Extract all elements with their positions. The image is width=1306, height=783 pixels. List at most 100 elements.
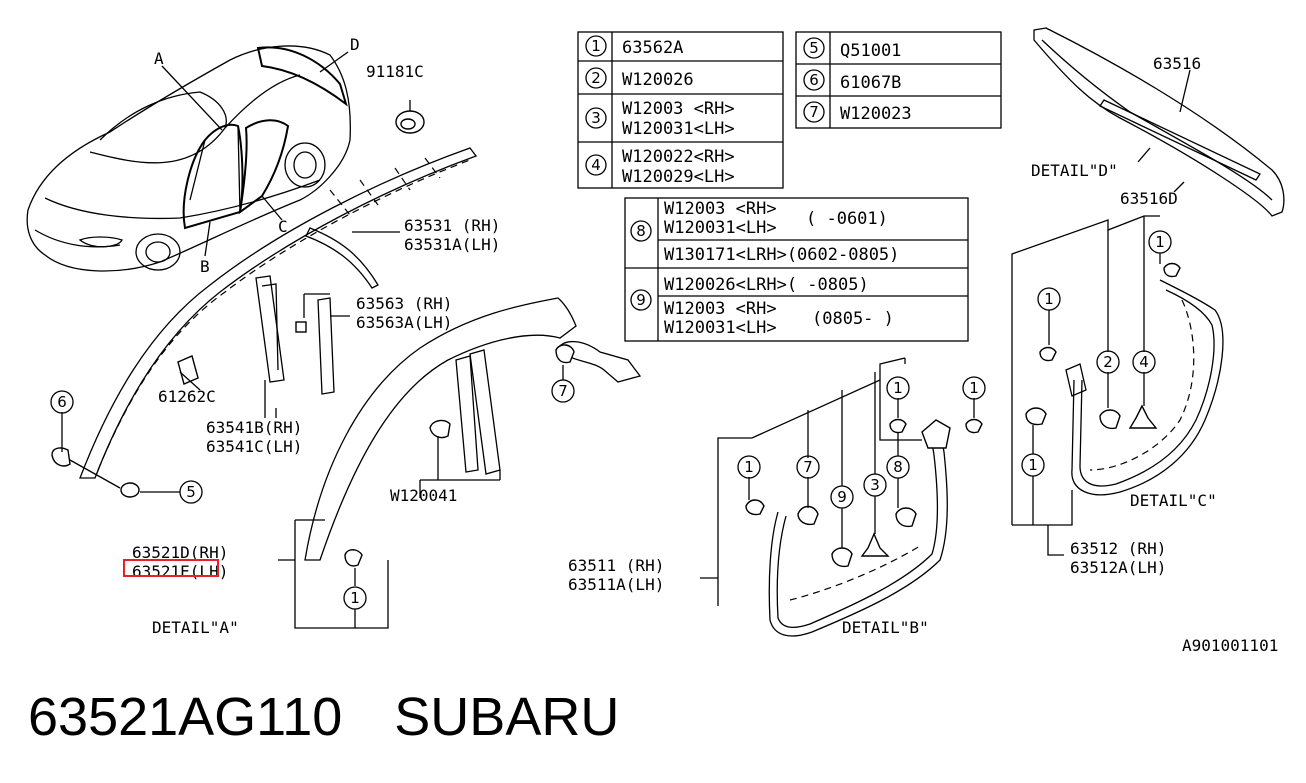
table-row-2-part: W120026 bbox=[622, 70, 694, 90]
label-63521e: 63521E(LH) bbox=[132, 562, 228, 581]
label-63541c: 63541C(LH) bbox=[206, 437, 302, 456]
callout-letter-b: B bbox=[200, 257, 210, 276]
callout-circle-1-detail-b-right: 1 bbox=[962, 376, 986, 400]
svg-text:1: 1 bbox=[969, 379, 979, 397]
callout-circle-6: 6 bbox=[50, 390, 74, 414]
callout-circle-7-detail-b: 7 bbox=[796, 455, 820, 479]
label-63531a: 63531A(LH) bbox=[404, 235, 500, 254]
svg-text:1: 1 bbox=[893, 379, 903, 397]
svg-text:1: 1 bbox=[1028, 456, 1038, 474]
callout-circle-2: 2 bbox=[1096, 350, 1120, 374]
label-63511: 63511 (RH) bbox=[568, 556, 664, 575]
callout-circle-7-front: 7 bbox=[551, 379, 575, 403]
svg-text:4: 4 bbox=[591, 156, 601, 174]
label-detail-a: DETAIL"A" bbox=[152, 618, 239, 637]
detail-d-drawing bbox=[1033, 27, 1285, 217]
svg-text:1: 1 bbox=[1044, 290, 1054, 308]
front-door-seal-drawing bbox=[304, 297, 642, 586]
car-illustration bbox=[26, 45, 351, 272]
svg-text:1: 1 bbox=[1155, 233, 1165, 251]
highlight-box bbox=[123, 559, 219, 577]
table-row-8-range: ( -0601) bbox=[806, 209, 888, 229]
part-number: 63521AG110 bbox=[28, 687, 343, 747]
svg-text:1: 1 bbox=[350, 589, 360, 607]
label-63512: 63512 (RH) bbox=[1070, 539, 1166, 558]
svg-text:1: 1 bbox=[744, 458, 754, 476]
callout-circle-1-detail-c-bottom: 1 bbox=[1021, 453, 1045, 477]
svg-text:5: 5 bbox=[809, 39, 819, 57]
callout-circle-3: 3 bbox=[863, 473, 887, 497]
svg-text:8: 8 bbox=[893, 458, 903, 476]
svg-text:7: 7 bbox=[803, 458, 813, 476]
label-63563a: 63563A(LH) bbox=[356, 313, 452, 332]
label-detail-c: DETAIL"C" bbox=[1130, 491, 1217, 510]
table-row-4-line1: W120022<RH> bbox=[622, 147, 735, 167]
table-row-5-part: Q51001 bbox=[840, 41, 901, 61]
svg-text:9: 9 bbox=[837, 488, 847, 506]
callout-letter-a: A bbox=[154, 49, 164, 68]
callout-circle-5: 5 bbox=[179, 480, 203, 504]
label-63541b: 63541B(RH) bbox=[206, 418, 302, 437]
drawing-number: A901001101 bbox=[1182, 636, 1278, 655]
svg-text:9: 9 bbox=[636, 291, 646, 309]
svg-text:7: 7 bbox=[809, 103, 819, 121]
table-row-8-line1: W12003 <RH> bbox=[664, 199, 777, 219]
brand-name: SUBARU bbox=[394, 687, 620, 747]
table-row-1-part: 63562A bbox=[622, 38, 683, 58]
label-63511a: 63511A(LH) bbox=[568, 575, 664, 594]
grommet-part bbox=[395, 100, 425, 134]
callout-circle-4: 4 bbox=[1132, 350, 1156, 374]
parts-table-top-right: 5 6 7 Q51001 61067B W120023 bbox=[795, 31, 1002, 129]
table-row-8-line3: W130171<LRH>(0602-0805) bbox=[664, 245, 899, 265]
callout-circle-1-detail-b-left: 1 bbox=[737, 455, 761, 479]
table-row-9-range: (0805- ) bbox=[812, 309, 894, 329]
label-detail-d: DETAIL"D" bbox=[1031, 161, 1118, 180]
table-row-6-part: 61067B bbox=[840, 73, 901, 93]
svg-text:8: 8 bbox=[636, 222, 646, 240]
svg-text:1: 1 bbox=[591, 37, 601, 55]
callout-letter-c: C bbox=[278, 217, 288, 236]
callout-circle-1-detail-c-top: 1 bbox=[1148, 230, 1172, 254]
svg-text:3: 3 bbox=[591, 109, 601, 127]
detail-b-drawing bbox=[700, 357, 983, 637]
callout-circle-8: 8 bbox=[886, 455, 910, 479]
detail-c-drawing bbox=[1011, 215, 1224, 556]
callout-letter-d: D bbox=[350, 35, 360, 54]
detail-a-drawing bbox=[51, 147, 478, 498]
label-91181c: 91181C bbox=[366, 62, 424, 81]
callout-circle-9: 9 bbox=[830, 485, 854, 509]
parts-table-top-left: 1 2 3 4 63562A W120026 W12003 <RH> W1200… bbox=[577, 31, 784, 189]
table-row-4-line2: W120029<LH> bbox=[622, 167, 735, 187]
svg-text:5: 5 bbox=[186, 483, 196, 501]
callout-circle-1-detail-a: 1 bbox=[343, 586, 367, 610]
svg-text:2: 2 bbox=[591, 69, 601, 87]
label-63516d: 63516D bbox=[1120, 189, 1178, 208]
table-row-9-line2: W12003 <RH> bbox=[664, 299, 777, 319]
svg-text:3: 3 bbox=[870, 476, 880, 494]
table-row-9-line3: W120031<LH> bbox=[664, 318, 777, 338]
label-63516: 63516 bbox=[1153, 54, 1201, 73]
label-63512a: 63512A(LH) bbox=[1070, 558, 1166, 577]
label-63563: 63563 (RH) bbox=[356, 294, 452, 313]
callout-circle-1-detail-c-left: 1 bbox=[1037, 287, 1061, 311]
label-w120041: W120041 bbox=[390, 486, 457, 505]
svg-text:4: 4 bbox=[1139, 353, 1149, 371]
label-63521d: 63521D(RH) bbox=[132, 543, 228, 562]
table-row-3-line1: W12003 <RH> bbox=[622, 99, 735, 119]
table-row-8-line2: W120031<LH> bbox=[664, 218, 777, 238]
svg-text:2: 2 bbox=[1103, 353, 1113, 371]
label-61262c: 61262C bbox=[158, 387, 216, 406]
label-63531: 63531 (RH) bbox=[404, 216, 500, 235]
table-row-9-line1: W120026<LRH>( -0805) bbox=[664, 275, 869, 295]
footer-caption: 63521AG110 SUBARU bbox=[28, 686, 620, 747]
svg-text:7: 7 bbox=[558, 382, 568, 400]
label-detail-b: DETAIL"B" bbox=[842, 618, 929, 637]
parts-table-middle: 8 9 W12003 <RH> W120031<LH> ( -0601) W13… bbox=[624, 197, 969, 342]
svg-text:6: 6 bbox=[57, 393, 67, 411]
callout-circle-1-detail-b-mid: 1 bbox=[886, 376, 910, 400]
table-row-7-part: W120023 bbox=[840, 104, 912, 124]
detail-a-bracket bbox=[294, 520, 389, 629]
table-row-3-line2: W120031<LH> bbox=[622, 119, 735, 139]
svg-text:6: 6 bbox=[809, 71, 819, 89]
